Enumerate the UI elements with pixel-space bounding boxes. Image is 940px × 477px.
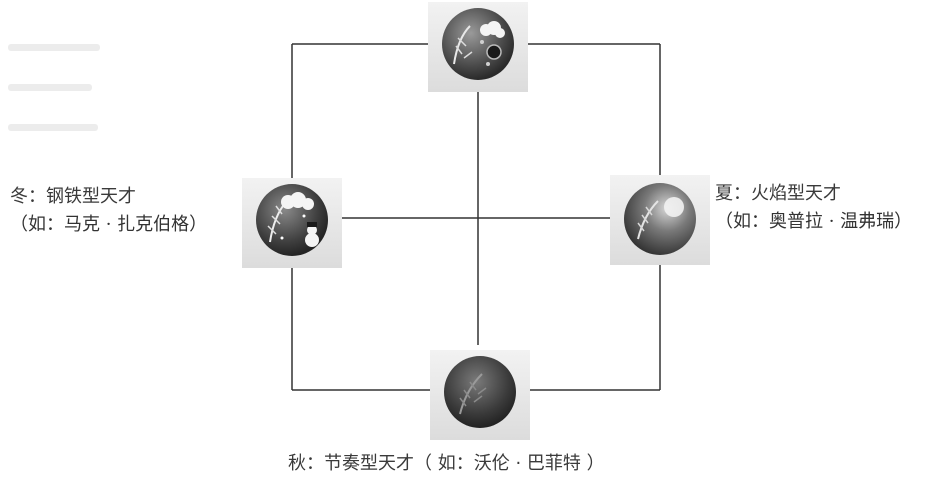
spring-node <box>428 2 528 92</box>
winter-node <box>242 178 342 268</box>
bleed-through-mark <box>8 124 98 131</box>
summer-label: 夏：火焰型天才 （如：奥普拉 · 温弗瑞） <box>715 182 912 235</box>
summer-node <box>610 175 710 265</box>
bleed-through-mark <box>8 44 100 51</box>
winter-title: 冬：钢铁型天才 <box>10 186 136 207</box>
summer-globe-icon <box>624 183 696 255</box>
bleed-through-mark <box>8 84 92 91</box>
winter-globe-icon <box>256 184 328 256</box>
summer-example: （如：奥普拉 · 温弗瑞） <box>715 211 913 233</box>
winter-label: 冬：钢铁型天才 （如：马克 · 扎克伯格） <box>10 185 207 238</box>
autumn-globe-icon <box>444 356 516 428</box>
autumn-node <box>430 350 530 440</box>
summer-title: 夏：火焰型天才 <box>715 183 841 204</box>
winter-example: （如：马克 · 扎克伯格） <box>10 214 208 236</box>
spring-globe-icon <box>442 8 514 80</box>
autumn-label: 秋：节奏型天才（ 如：沃伦 · 巴菲特 ） <box>288 453 605 474</box>
